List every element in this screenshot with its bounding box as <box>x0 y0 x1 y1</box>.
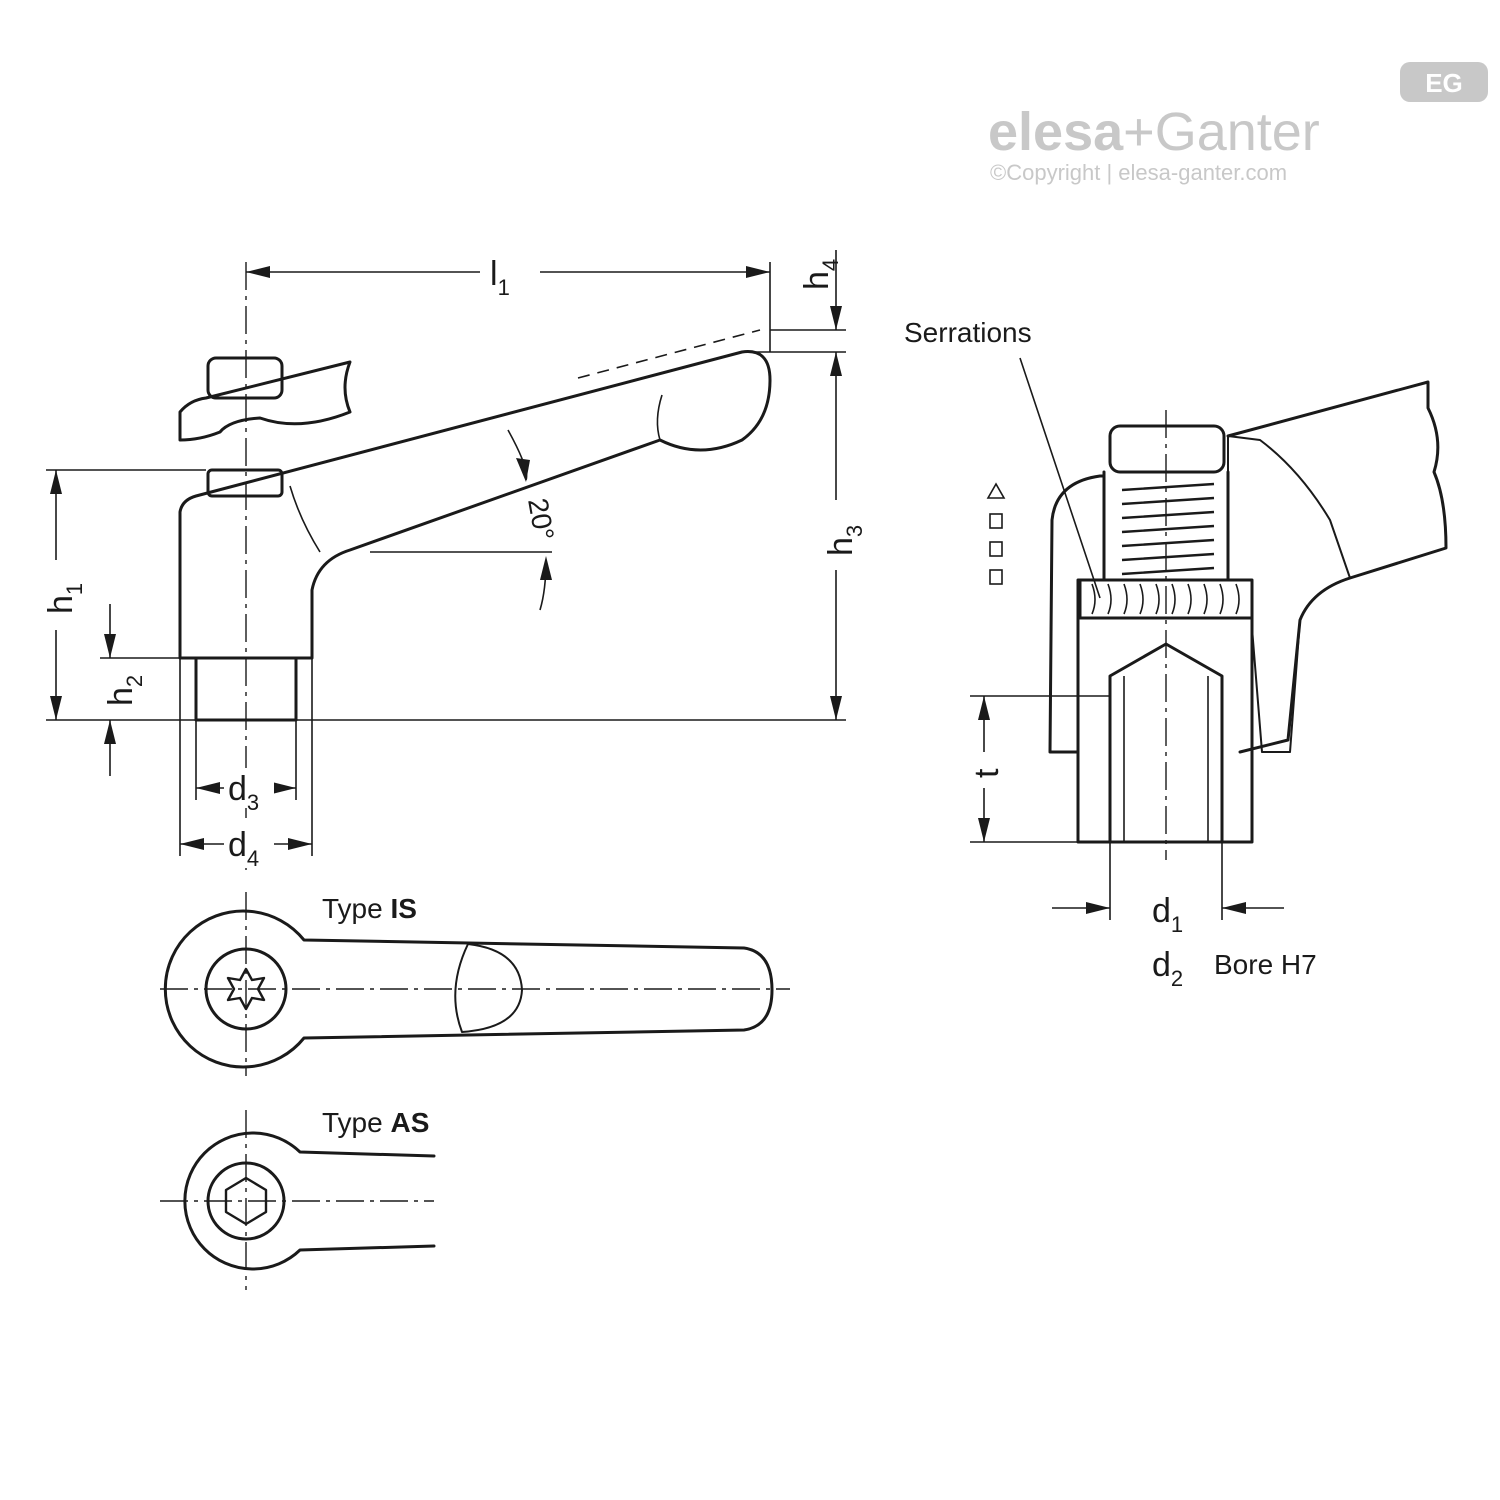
screw-head <box>206 468 284 498</box>
d4-arrow-right <box>288 838 312 850</box>
torx-icon <box>226 967 266 1011</box>
lever-end-curve <box>656 394 663 441</box>
h4-label: h4 <box>798 259 843 290</box>
side-view: 20° l1 h1 h2 h3 <box>36 250 867 871</box>
lever-dashed-tilt <box>577 329 761 379</box>
h3-arrow-bottom <box>830 696 842 720</box>
logo-badge <box>1400 62 1488 102</box>
type-is-outline <box>163 909 774 1069</box>
logo-badge-text: EG <box>1425 68 1463 98</box>
section-hub <box>1076 616 1254 844</box>
bore-tolerance-label: Bore H7 <box>1214 949 1317 980</box>
angle-label: 20° <box>522 496 560 543</box>
lever-grip-curve <box>289 485 321 553</box>
h1-arrow-top <box>50 470 62 494</box>
section-view: Serrations t d1 d2 Bore H7 <box>904 317 1448 991</box>
type-is-label: Type IS <box>322 893 417 924</box>
logo-copyright: ©Copyright | elesa-ganter.com <box>990 160 1287 185</box>
triangle-marker-icon <box>986 482 1006 499</box>
brand-logo: EG elesa+Ganter ©Copyright | elesa-gante… <box>988 62 1488 185</box>
section-screw-head <box>1108 424 1226 474</box>
t-arrow-bottom <box>978 818 990 842</box>
square-marker-icon <box>989 541 1003 557</box>
angle-arrow-bottom <box>540 556 552 580</box>
logo-brand-left: elesa <box>988 102 1124 162</box>
d3-label: d3 <box>228 770 259 815</box>
d2-label: d2 <box>1152 946 1183 991</box>
logo-brand: elesa+Ganter <box>988 102 1320 162</box>
d4-arrow-left <box>180 838 204 850</box>
serrations-leader <box>1019 357 1101 599</box>
h1-arrow-bottom <box>50 696 62 720</box>
type-is-view: Type IS <box>160 892 790 1076</box>
type-as-label: Type AS <box>322 1107 429 1138</box>
logo-brand-right: Ganter <box>1155 102 1320 162</box>
h4-arrow <box>830 306 842 330</box>
h3-label: h3 <box>822 525 867 556</box>
t-arrow-top <box>978 696 990 720</box>
serrations-label: Serrations <box>904 317 1032 348</box>
spring-icon <box>1121 482 1215 576</box>
h3-arrow-top <box>830 352 842 376</box>
l1-arrow-right <box>746 266 770 278</box>
h2-label: h2 <box>102 675 147 706</box>
h2-arrow-top <box>104 634 116 658</box>
section-arm <box>1226 380 1448 754</box>
type-is-section <box>454 943 523 1033</box>
d1-arrow-right <box>1222 902 1246 914</box>
logo-brand-plus: + <box>1123 102 1155 162</box>
section-bore <box>1108 642 1224 844</box>
section-housing-right <box>1227 435 1351 753</box>
d1-arrow-left <box>1086 902 1110 914</box>
h1-label: h1 <box>42 583 87 614</box>
angle-arrow-top <box>516 458 530 482</box>
square-marker-icon <box>989 569 1003 585</box>
d3-arrow-right <box>272 782 296 794</box>
l1-arrow-left <box>246 266 270 278</box>
lever-body <box>178 350 772 660</box>
square-marker-icon <box>989 513 1003 529</box>
h2-arrow-bottom <box>104 720 116 744</box>
l1-label: l1 <box>490 255 510 300</box>
type-as-view: Type AS <box>160 1107 436 1290</box>
broken-lever-top <box>178 360 352 442</box>
t-label: t <box>968 768 1006 778</box>
screw-head-top <box>206 356 284 400</box>
d4-label: d4 <box>228 826 259 871</box>
serrations-teeth <box>1091 583 1240 615</box>
d1-label: d1 <box>1152 892 1183 937</box>
d3-arrow-left <box>196 782 220 794</box>
